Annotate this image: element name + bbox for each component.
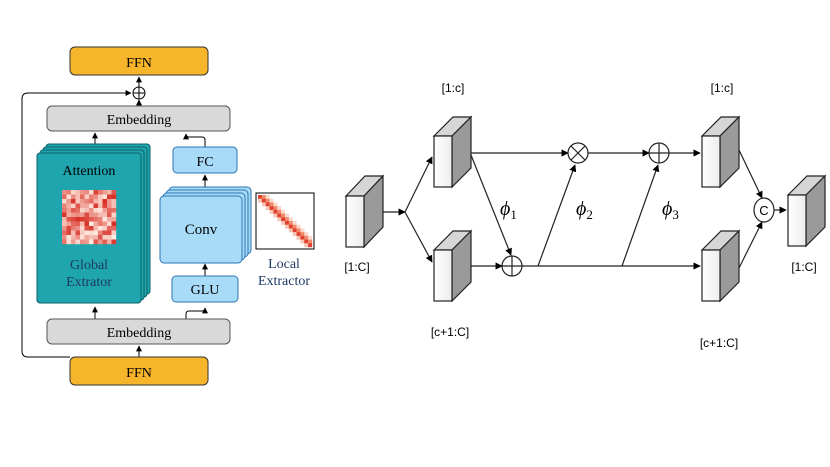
embedding-top-label: Embedding xyxy=(107,113,172,128)
local-extractor-matrix xyxy=(255,192,315,250)
phi2-symbol: ϕ xyxy=(576,198,586,220)
global-extractor-line2: Extrator xyxy=(66,275,112,290)
residual-connection xyxy=(21,90,132,358)
phi2-label: ϕ2 xyxy=(576,198,593,222)
phi3-label: ϕ3 xyxy=(662,198,679,222)
multiply-icon xyxy=(567,142,589,164)
phi3-symbol: ϕ xyxy=(662,198,672,220)
fc-label: FC xyxy=(196,155,213,170)
output-label: [1:C] xyxy=(791,260,816,274)
lower-output-label: [c+1:C] xyxy=(700,336,738,350)
add-upper-icon xyxy=(648,142,670,164)
global-extractor-line1: Global xyxy=(70,258,108,273)
upper-output-block xyxy=(700,115,741,189)
lower-split-block xyxy=(432,229,473,303)
glu-label: GLU xyxy=(191,283,220,298)
input-block xyxy=(344,174,385,249)
phi1-symbol: ϕ xyxy=(500,198,510,220)
input-label: [1:C] xyxy=(344,260,369,274)
fc-box xyxy=(172,146,238,174)
phi1-subscript: 1 xyxy=(510,207,517,222)
phi3-subscript: 3 xyxy=(672,207,679,222)
concat-label: C xyxy=(759,203,768,218)
output-block xyxy=(786,174,827,248)
lower-split-label: [c+1:C] xyxy=(431,325,469,339)
embedding-top-box xyxy=(46,105,231,132)
upper-split-block xyxy=(432,115,473,189)
concat-icon xyxy=(753,197,775,223)
attention-heatmap xyxy=(62,190,117,245)
ffn-bottom-box xyxy=(69,356,209,386)
right-flow xyxy=(344,115,827,303)
phi1-label: ϕ1 xyxy=(500,198,517,222)
conv-label: Conv xyxy=(185,222,218,238)
ffn-bottom-label: FFN xyxy=(126,366,152,381)
right-labels: C [1:C] [1:c] [c+1:C] [1:c] [c+1:C] [1:C… xyxy=(344,81,816,350)
phi2-subscript: 2 xyxy=(586,207,593,222)
local-extractor-line1: Local xyxy=(268,257,300,272)
local-extractor-line2: Extractor xyxy=(258,274,310,289)
glu-box xyxy=(171,275,239,303)
attention-label: Attention xyxy=(63,164,116,179)
upper-output-label: [1:c] xyxy=(711,81,734,95)
ffn-top-label: FFN xyxy=(126,56,152,71)
add-lower-icon xyxy=(501,255,523,277)
left-architecture: FFN Embedding Attention Global Extrator … xyxy=(21,46,315,386)
embedding-bottom-box xyxy=(46,318,231,345)
lower-output-block xyxy=(700,229,741,303)
embedding-bottom-label: Embedding xyxy=(107,326,172,341)
ffn-top-box xyxy=(69,46,209,76)
upper-split-label: [1:c] xyxy=(442,81,465,95)
conv-stack xyxy=(159,186,252,264)
